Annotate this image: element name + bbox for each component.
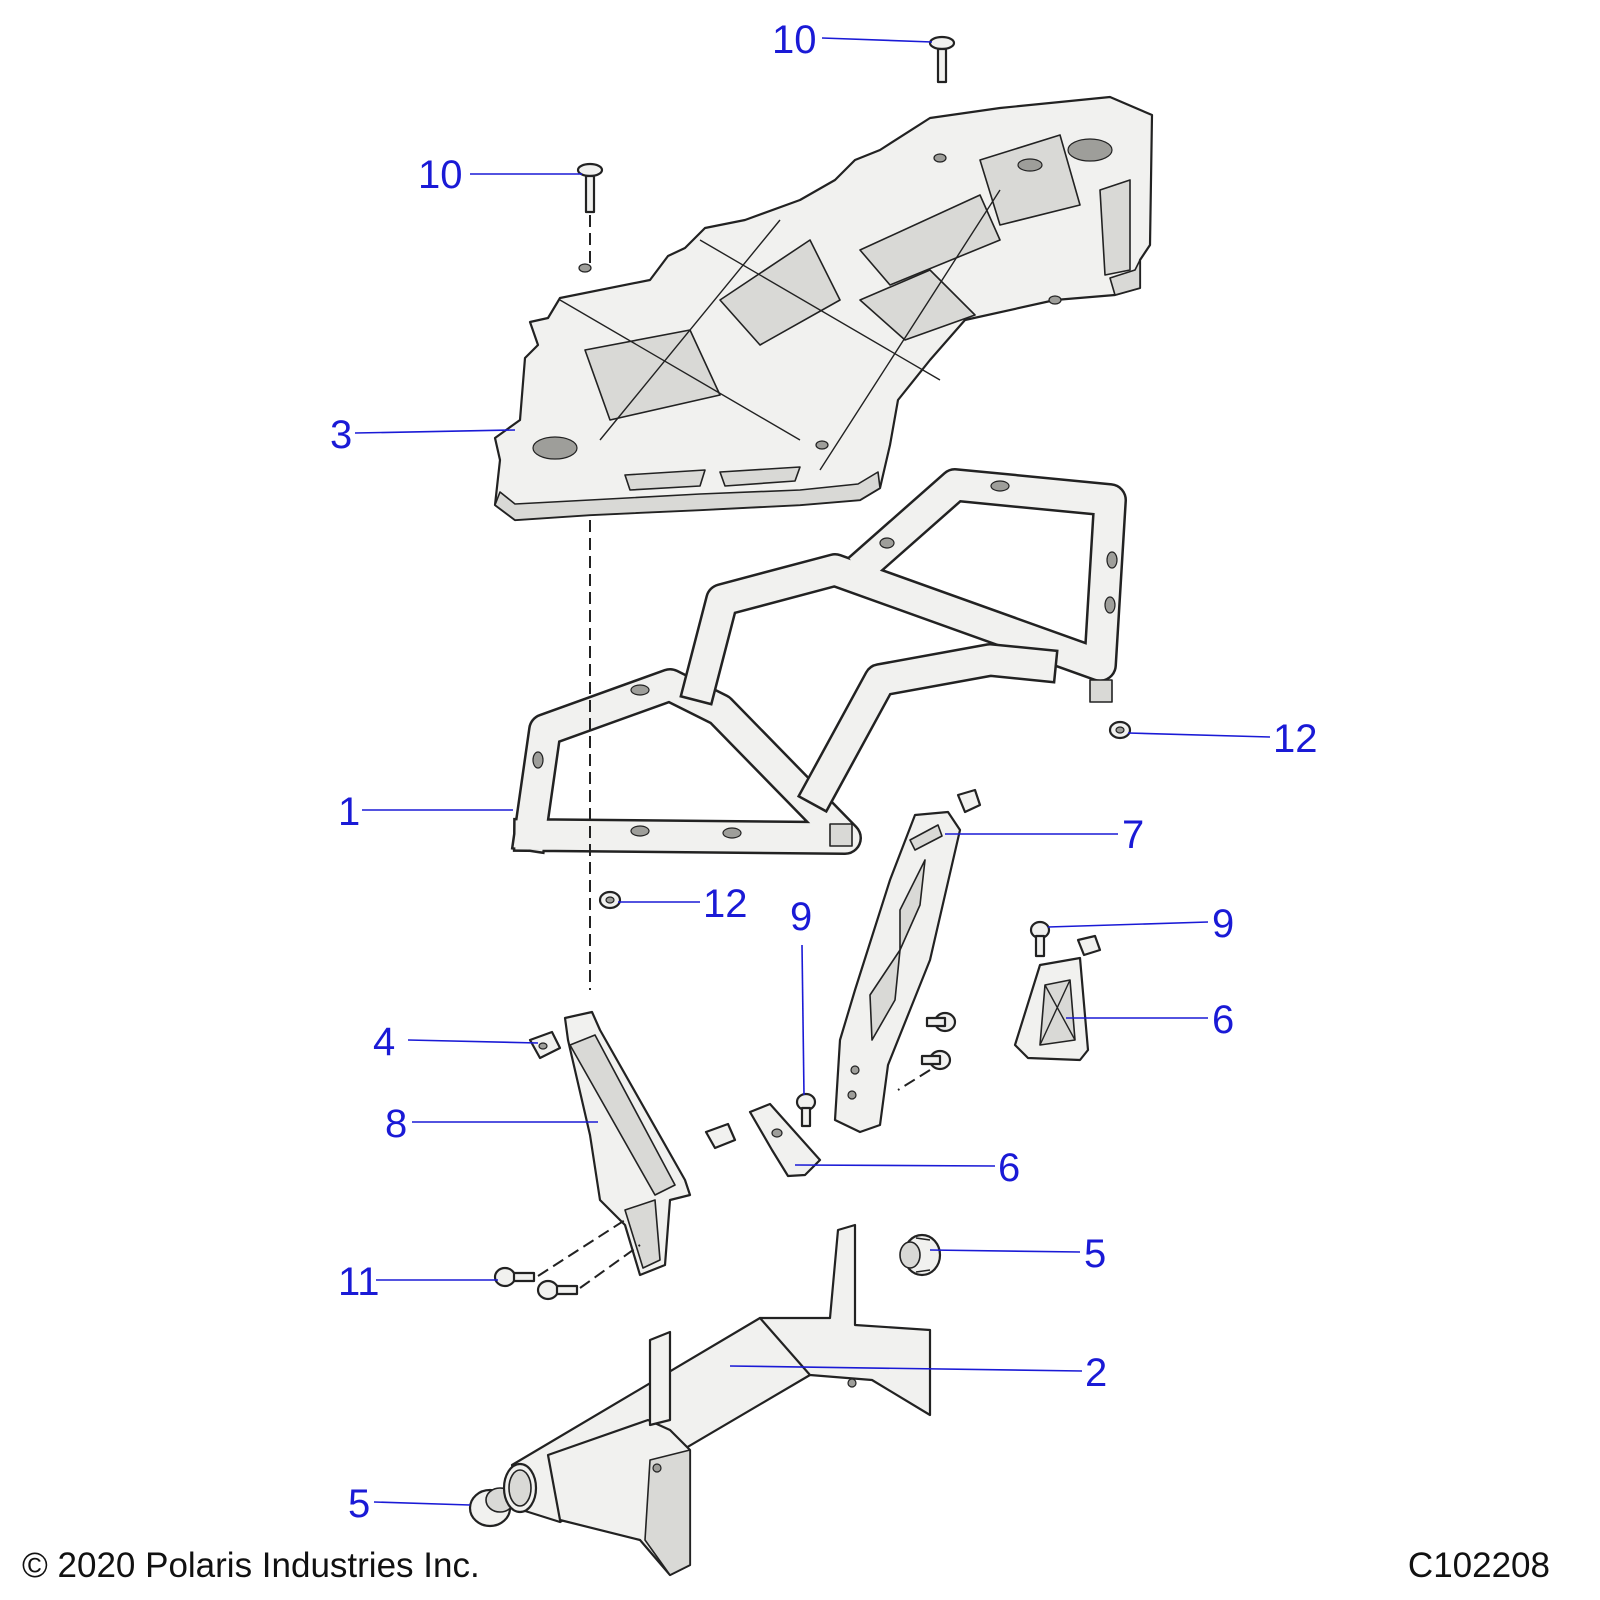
leader-12-right	[1127, 732, 1271, 738]
leader-6-lower	[794, 1164, 996, 1167]
bolt-part-11-left	[493, 1266, 536, 1288]
leader-9-right	[1047, 921, 1209, 928]
callout-7: 7	[1122, 813, 1144, 857]
plate-part-6-lower	[748, 1102, 822, 1178]
bolt-part-9-center	[795, 1092, 817, 1128]
rack-panel-part-3	[493, 95, 1154, 522]
callout-6-lower: 6	[998, 1146, 1020, 1190]
callout-11: 11	[338, 1260, 380, 1304]
callout-4: 4	[373, 1020, 395, 1064]
callout-12-right: 12	[1273, 717, 1318, 761]
leader-5-lower	[373, 1501, 471, 1506]
bolt-part-11-right	[536, 1279, 579, 1301]
clip-part-4	[528, 1030, 562, 1060]
leader-4	[407, 1039, 539, 1044]
callout-12-left: 12	[703, 882, 748, 926]
leader-10-top	[821, 37, 933, 43]
callout-3: 3	[330, 413, 352, 457]
clip-nut-top	[956, 788, 982, 814]
callout-2: 2	[1085, 1351, 1107, 1395]
bolt-part-7-upper	[925, 1011, 957, 1033]
callout-9-center: 9	[790, 895, 812, 939]
copyright-notice: © 2020 Polaris Industries Inc.	[22, 1546, 480, 1585]
callout-labels: 10 10 3 12 1 7 12 9 9 6 4 8 6 5 11 2 5	[330, 18, 1318, 1526]
bolt-part-7-lower	[920, 1049, 952, 1071]
bolt-part-9-right	[1029, 920, 1051, 958]
callout-10-left: 10	[418, 153, 463, 197]
callout-6-upper: 6	[1212, 998, 1234, 1042]
callout-5-lower: 5	[348, 1482, 370, 1526]
leader-lines	[354, 37, 1271, 1506]
plug-part-5-upper	[899, 1233, 942, 1277]
tube-frame-part-1	[510, 468, 1127, 855]
callout-5-upper: 5	[1084, 1232, 1106, 1276]
nut-part-12-right	[1108, 720, 1132, 740]
block-part-6-upper	[1013, 956, 1090, 1062]
leader-2	[729, 1365, 1083, 1372]
callout-10-top: 10	[772, 18, 817, 62]
clip-near-part-8	[704, 1122, 737, 1150]
cross-tube-part-2	[502, 1223, 932, 1577]
callout-1: 1	[338, 790, 360, 834]
callout-9-right: 9	[1212, 902, 1234, 946]
screw-part-10-left	[576, 162, 604, 214]
bracket-part-8	[563, 1010, 692, 1277]
leader-9-center	[801, 944, 805, 1096]
bolt-7-axis	[897, 1069, 931, 1091]
nut-part-12-left	[598, 890, 622, 910]
leader-3	[354, 429, 516, 434]
bolt-11-axis	[537, 1219, 641, 1289]
drawing-number: C102208	[1407, 1546, 1550, 1585]
callout-8: 8	[385, 1102, 407, 1146]
screw-part-10-top	[928, 35, 956, 84]
leader-5-upper	[929, 1249, 1081, 1253]
support-bracket-part-7	[833, 810, 962, 1134]
clip-nut-right	[1076, 934, 1102, 957]
